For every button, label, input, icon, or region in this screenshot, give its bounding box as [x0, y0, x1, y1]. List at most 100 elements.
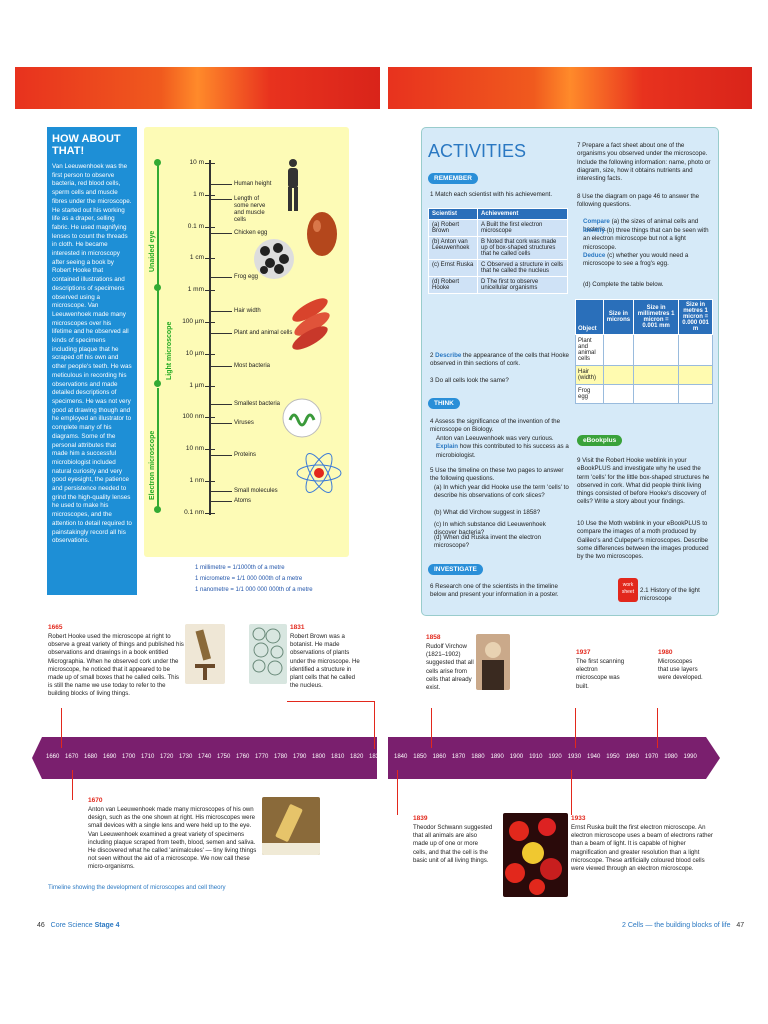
table-cell: (d) Robert Hooke: [428, 276, 478, 294]
table-cell[interactable]: [602, 334, 635, 366]
keyword: Describe: [435, 352, 462, 359]
scale-tick: [205, 226, 215, 228]
event-text: Robert Brown was a botanist. He made obs…: [290, 633, 360, 690]
table-cell: D The first to observe unicellular organ…: [477, 276, 568, 294]
how-about-that-title: HOW ABOUT THAT!: [52, 133, 121, 157]
scale-object-label: Atoms: [234, 498, 252, 504]
scale-object-leader: [211, 311, 232, 312]
keyword: Explain: [436, 443, 459, 451]
timeline-year: 1680: [84, 754, 98, 760]
question-3: 3 Do all cells look the same?: [430, 377, 509, 384]
light-microscope-axis: [157, 290, 159, 385]
timeline-year: 1830: [369, 754, 383, 760]
virchow-portrait-image: [476, 634, 510, 690]
table-row: Plant and animal cells: [575, 334, 713, 366]
hooke-microscope-image: [185, 624, 225, 684]
scale-object-label: Small molecules: [234, 488, 278, 494]
timeline-year: 1930: [567, 754, 582, 760]
scale-object-label: Proteins: [234, 452, 257, 458]
table-cell[interactable]: [633, 334, 680, 366]
axis-dot: [154, 284, 161, 291]
scale-ruler: [209, 160, 211, 515]
table-cell: C Observed a structure in cells that he …: [477, 259, 568, 277]
how-about-that-box: HOW ABOUT THAT! Van Leeuwenhoek was the …: [47, 127, 137, 595]
scale-object-label: Smallest bacteria: [234, 401, 281, 407]
event-year: 1980: [658, 649, 673, 656]
question-4b: Anton van Leeuwenhoek was very curious. …: [436, 435, 570, 460]
event-marker-1839: [397, 770, 398, 815]
table-header: Object: [575, 299, 604, 335]
table-header: Achievement: [477, 208, 568, 220]
question-8d: (d) Complete the table below.: [583, 281, 664, 288]
scale-tick: [205, 322, 215, 323]
timeline-year: 1900: [509, 754, 524, 760]
left-footer: 46 Core Science Stage 4: [37, 922, 120, 929]
scale-object-label: Human height: [234, 181, 272, 187]
axis-dot: [154, 159, 161, 166]
scale-tick-label: 0.1 m: [187, 222, 204, 230]
question-5c: (c) In which substance did Leeuwenhoek d…: [434, 521, 546, 537]
worksheet-reference[interactable]: 2.1 History of the light microscope: [640, 587, 700, 603]
scale-tick: [205, 194, 215, 196]
keyword: Identify: [583, 227, 606, 234]
question-5b: (b) What did Virchow suggest in 1858?: [434, 509, 541, 516]
table-cell: Frog egg: [575, 384, 604, 404]
event-year: 1933: [571, 815, 586, 822]
table-cell[interactable]: [602, 365, 635, 385]
scale-object-leader: [211, 199, 232, 200]
unit-note-nm: 1 nanometre = 1/1 000 000 000th of a met…: [195, 587, 313, 593]
timeline-year: 1980: [664, 754, 678, 760]
table-cell[interactable]: [678, 334, 713, 366]
scale-tick: [205, 163, 215, 164]
timeline-year: 1970: [644, 754, 659, 760]
unaided-eye-label: Unaided eye: [149, 230, 156, 272]
event-marker-1670: [72, 770, 73, 800]
scale-tick-label: 10 µm: [185, 349, 204, 357]
table-cell[interactable]: [678, 365, 713, 385]
event-marker-1831: [374, 701, 375, 749]
question-5d: (d) When did Ruska invent the electron m…: [434, 534, 541, 550]
left-page-number: 46: [37, 922, 45, 929]
table-cell[interactable]: [678, 384, 713, 404]
scale-object-label: Hair width: [234, 308, 261, 314]
how-about-that-body: Van Leeuwenhoek was the first person to …: [52, 163, 132, 545]
table-header: Size in metres 1 micron = 0.000 001 m: [678, 299, 713, 335]
timeline-caption: Timeline showing the development of micr…: [48, 884, 226, 891]
cork-cells-image: [249, 624, 287, 684]
table-cell[interactable]: [602, 384, 635, 404]
bacteria-image: [282, 398, 322, 438]
left-page-banner: [15, 67, 380, 109]
question-10: 10 Use the Moth weblink in your eBookPLU…: [577, 520, 709, 561]
table-cell[interactable]: [633, 365, 680, 385]
keyword: Compare: [583, 218, 610, 225]
timeline-year: 1910: [529, 754, 543, 760]
scale-object-label: Viruses: [234, 420, 254, 426]
scale-object-label: Most bacteria: [234, 363, 271, 369]
scale-tick-label: 1 nm: [189, 477, 204, 484]
question-1: 1 Match each scientist with his achievem…: [430, 191, 553, 198]
timeline-year: 1800: [312, 754, 326, 760]
unit-note-um: 1 micrometre = 1/1 000 000th of a metre: [195, 576, 303, 582]
chapter-title: 2 Cells — the building blocks of life: [622, 922, 731, 929]
event-text: Microscopes that use layers were develop…: [658, 658, 703, 682]
atom-image: [296, 453, 342, 493]
question-5a: (a) In which year did Hooke use the term…: [434, 484, 569, 500]
scale-object-leader: [211, 404, 232, 405]
scale-tick: [205, 353, 215, 355]
question-5: 5 Use the timeline on these two pages to…: [430, 467, 564, 483]
timeline-year: 1720: [160, 754, 174, 760]
timeline-year: 1840: [394, 754, 408, 760]
table-cell[interactable]: [633, 384, 680, 404]
event-marker-1933: [571, 770, 572, 815]
scale-object-label: Plant and animal cells: [234, 330, 293, 336]
timeline-year: 1810: [331, 754, 345, 760]
scale-object-leader: [211, 366, 232, 367]
timeline-year: 1850: [413, 754, 427, 760]
event-text: Theodor Schwann suggested that all anima…: [413, 824, 493, 864]
scale-tick: [205, 258, 215, 260]
worksheet-icon[interactable]: work sheet: [618, 578, 638, 602]
table-header: Scientist: [428, 208, 478, 220]
timeline-year: 1660: [46, 754, 60, 760]
